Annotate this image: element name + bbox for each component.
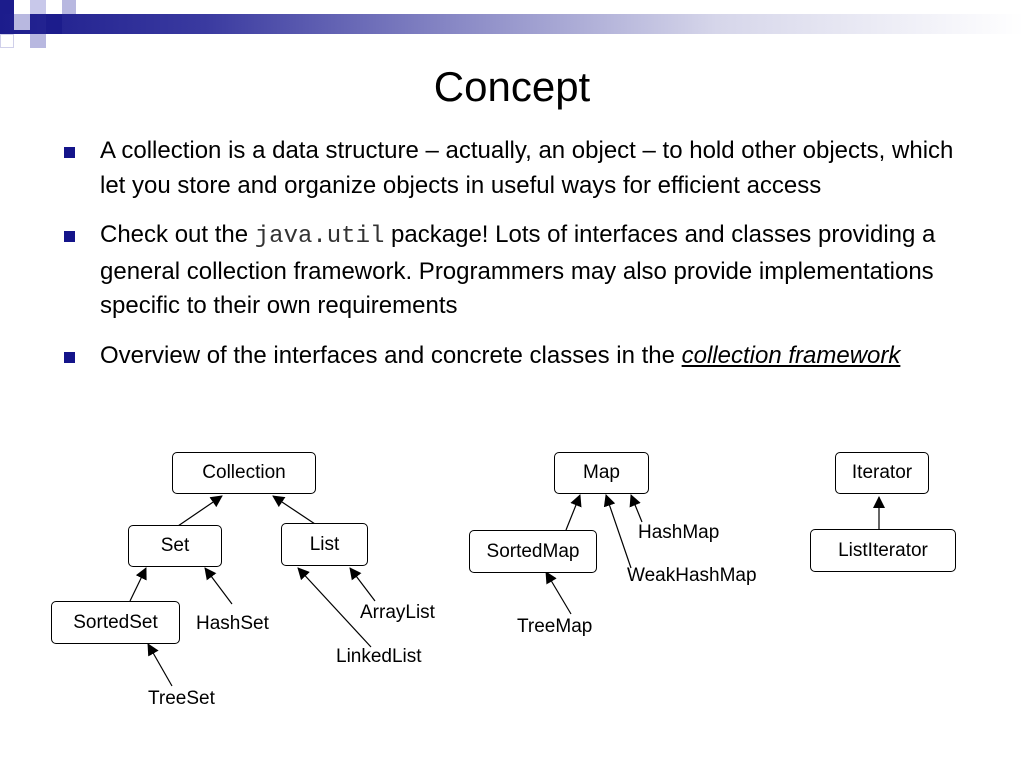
arrow-weakhashmap-map: [603, 494, 632, 569]
sortedset-box: SortedSet: [51, 601, 180, 644]
arrow-list-collection: [272, 495, 316, 525]
bullet-square-icon: [64, 147, 75, 158]
bullet-text: A collection is a data structure – actua…: [100, 137, 954, 199]
hashmap-label: HashMap: [638, 522, 720, 543]
bullet-square-icon: [64, 351, 75, 363]
bullet-list: A collection is a data structure – actua…: [62, 134, 962, 388]
header-square: [30, 0, 46, 14]
hashset-label: HashSet: [196, 613, 269, 634]
collection-framework-link[interactable]: collection framework: [681, 341, 901, 369]
sortedmap-box: SortedMap: [469, 530, 597, 573]
bullet-text: Check out the: [100, 221, 255, 248]
header-square: [46, 14, 62, 34]
bullet-text: package! Lots of interfaces and classes …: [100, 221, 936, 319]
header-square: [62, 0, 76, 14]
arraylist-label: ArrayList: [360, 602, 435, 623]
package-name-code: java.util: [254, 223, 385, 250]
header-square: [30, 34, 46, 48]
arrow-linkedlist-list: [297, 567, 372, 648]
arrow-treemap-sortedmap: [545, 571, 572, 615]
arrow-hashset-set: [204, 567, 233, 605]
list-box: List: [281, 523, 368, 566]
map-box: Map: [554, 452, 649, 494]
bullet-item: Overview of the interfaces and concrete …: [62, 339, 962, 374]
bullet-square-icon: [64, 231, 75, 242]
treemap-label: TreeMap: [517, 616, 593, 637]
weakhashmap-label: WeakHashMap: [627, 565, 757, 586]
linkedlist-label: LinkedList: [336, 646, 422, 667]
arrow-set-collection: [177, 495, 223, 527]
bullet-item: A collection is a data structure – actua…: [62, 134, 962, 203]
set-box: Set: [128, 525, 222, 567]
iterator-box: Iterator: [835, 452, 929, 494]
header-gradient-bar: [0, 14, 1024, 34]
arrow-hashmap-map: [629, 494, 643, 523]
arrow-sortedset-set: [129, 567, 147, 602]
slide-title: Concept: [433, 63, 591, 110]
header-square: [14, 14, 30, 30]
bullet-item: Check out the java.util package! Lots of…: [62, 218, 962, 324]
arrow-arraylist-list: [349, 567, 376, 602]
treeset-label: TreeSet: [148, 688, 215, 709]
listiterator-box: ListIterator: [810, 529, 956, 572]
arrow-sortedmap-map: [565, 494, 582, 531]
header-square: [0, 34, 14, 48]
arrow-treeset-sortedset: [147, 643, 173, 687]
bullet-text: Overview of the interfaces and concrete …: [100, 341, 682, 369]
collection-box: Collection: [172, 452, 316, 494]
header-square: [0, 0, 14, 14]
